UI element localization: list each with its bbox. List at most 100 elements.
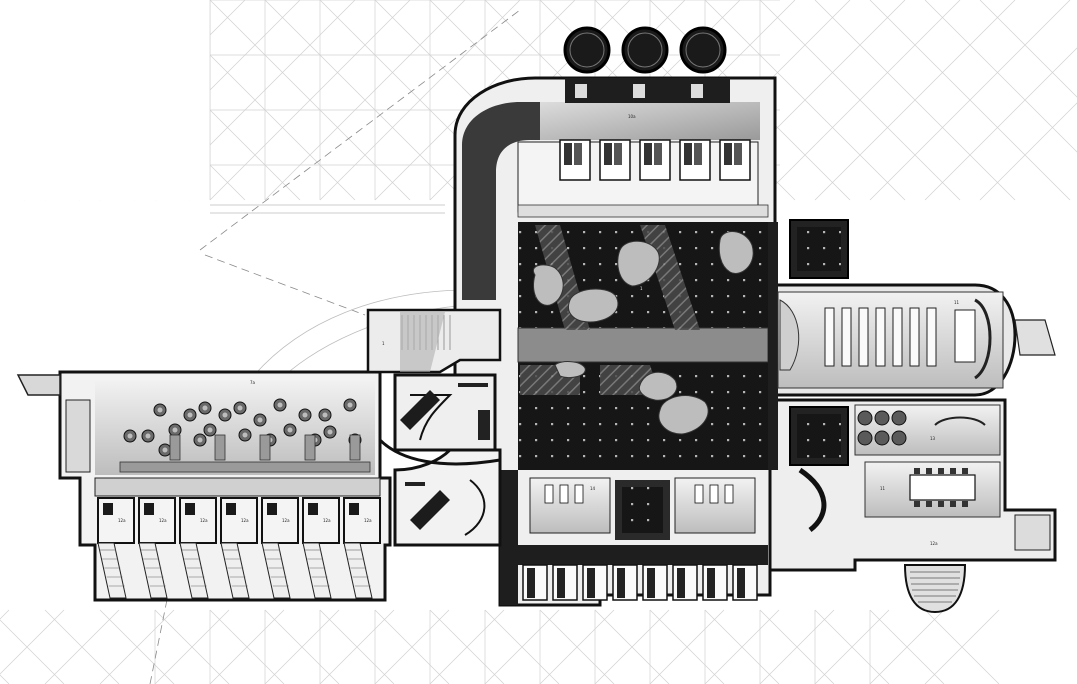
cell-stair [97,542,127,599]
room-tags: 11 1 1 10a 7a 13 11 12a 14 [250,114,960,546]
cell-pod [226,503,236,515]
cell-stair [343,542,373,599]
grid-diagonal [264,0,466,201]
grid-diagonal [924,47,1077,201]
drum-core [187,412,193,418]
seat-row [875,307,886,367]
cell-tag: 12a [364,518,372,523]
tag-entry-hall: 1 [382,341,385,346]
north-curved-corridor [462,102,540,300]
partition [259,434,271,461]
drum-core [172,427,178,433]
drum-core [277,402,283,408]
grid-diagonal [154,609,230,684]
grid-diagonal [704,609,780,684]
organic-features [532,231,754,435]
east-dark-rooms [789,219,849,466]
cell-pod [308,503,318,515]
se-stair-treads [910,571,960,603]
drum-core [145,433,151,439]
tag-meeting-room: 13 [930,436,936,441]
grid-diagonal [539,609,615,684]
bay-shadow [527,568,535,598]
carrel-shadow [684,143,692,165]
tag-stair-east: 12a [930,541,938,546]
grid-diagonal [99,609,175,684]
grid-diagonal [319,609,395,684]
carrel-shadow [734,143,742,165]
cell [302,497,340,544]
tag-north-corridor: 10a [628,114,636,119]
seat-row [892,307,903,367]
carrel-zone [517,141,759,213]
tag-reception: 11 [880,486,886,491]
seat-row [909,307,920,367]
cell-tag: 12a [282,518,290,523]
grid-diagonal [649,609,725,684]
grid-diagonal [869,609,945,684]
ledge [517,204,769,218]
cell-tag: 12a [241,518,249,523]
drum-core [157,407,163,413]
grid-diagonal [594,609,670,684]
lecture-hall-seating [777,291,1004,389]
drum-core [287,427,293,433]
central-bridge [518,328,768,362]
round-silos [563,26,730,103]
grid-diagonal [924,0,1077,153]
entry-shadow [400,312,445,372]
seat-row [926,307,937,367]
north-gallery-band [540,102,760,140]
west-wing-interior [65,380,381,497]
bay-shadow [647,568,655,598]
drum-core [237,405,243,411]
grid-diagonal [814,609,890,684]
cell-stair [179,542,209,599]
drum-core [322,412,328,418]
tag-south-lobby: 14 [590,486,596,491]
cell-pod [349,503,359,515]
partition [304,434,316,461]
cell-stair [261,542,291,599]
drum-core [222,412,228,418]
grid-diagonal [979,102,1077,201]
bay-shadow [587,568,595,598]
west-ramp [16,374,61,396]
bay-shadow [707,568,715,598]
drum-core [302,412,308,418]
north-carrels [517,139,769,218]
grid-diagonal [209,609,285,684]
bay-shadow [557,568,565,598]
seat-row [841,307,852,367]
grid-diagonal [759,0,961,201]
south-bays [522,564,758,601]
grid-diagonal [209,0,411,201]
grid-diagonal [814,0,1016,201]
drum-core [197,437,203,443]
grid-diagonal [264,609,340,684]
cell-tag: 12a [323,518,331,523]
west-stair-modules [378,373,502,547]
shadow-walls [500,222,778,605]
carrel-shadow [604,143,612,165]
se-round-stair [903,564,967,614]
east-stair-arrow [1014,319,1056,356]
cell-stair [138,542,168,599]
tag-lecture-hall: 11 [954,300,960,305]
cell-pod [185,503,195,515]
cell-tag: 12a [159,518,167,523]
grid-diagonal [869,0,1071,201]
carrel-shadow [574,143,582,165]
grid-diagonal [924,609,1000,684]
cell-stair [220,542,250,599]
drum-core [207,427,213,433]
cell-pod [144,503,154,515]
drum-core [242,432,248,438]
cell-pod [267,503,277,515]
drum-core [327,429,333,435]
cell-tag: 12a [200,518,208,523]
tag-central-void: 1 [640,286,643,291]
grid-diagonal [374,609,450,684]
drum-core [257,417,263,423]
